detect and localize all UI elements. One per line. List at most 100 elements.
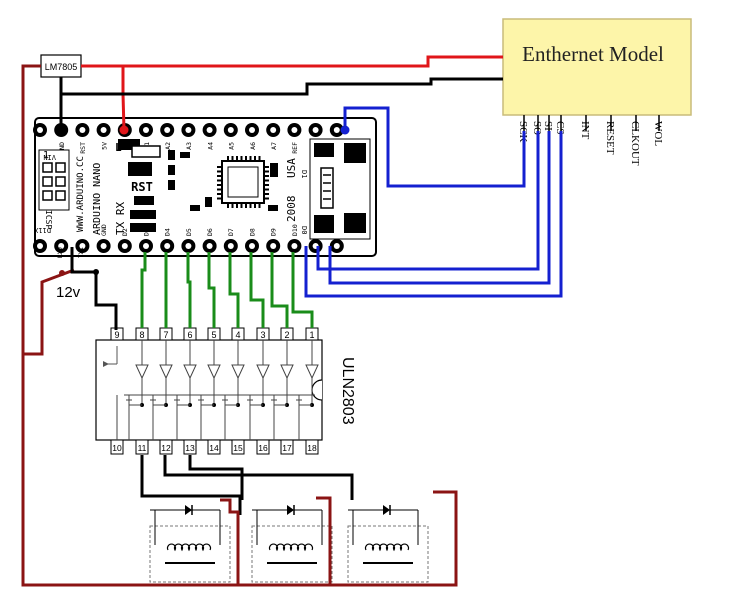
icsp-holes (42, 162, 66, 201)
smd-4 (168, 180, 175, 190)
uln-pin-box (159, 439, 173, 455)
mcu-leg (249, 156, 252, 161)
arduino-url: WWW.ARDUINO.CC (76, 156, 86, 232)
wire-cs (304, 131, 563, 298)
mcu-leg (264, 175, 269, 177)
header-hole-center (333, 243, 340, 249)
mcu-leg (236, 203, 238, 208)
mcu-leg (217, 179, 222, 182)
pin-d13-highlight (340, 125, 350, 135)
icsp-pad (42, 162, 53, 173)
icsp-pad (55, 176, 66, 187)
usb-pad-2 (344, 143, 366, 163)
uln-pin-13: 13 (185, 443, 195, 453)
mcu-leg (217, 184, 222, 186)
bottom-pin-label-d5: D5 (185, 228, 193, 236)
header-hole-center (249, 127, 255, 133)
bottom-pin-label-d2: D2 (121, 228, 129, 236)
flyback-diode (383, 505, 390, 515)
mcu-leg (264, 197, 269, 200)
mcu-leg (236, 156, 238, 161)
icsp-pad (42, 176, 53, 187)
wire-sck (343, 106, 526, 188)
usb-pad-3 (314, 215, 334, 233)
wire-signal-5 (207, 252, 216, 328)
header-hole-center (291, 127, 298, 133)
mcu-die (227, 166, 259, 198)
mcu-leg (217, 170, 222, 173)
uln-pin-14: 14 (209, 443, 219, 453)
relay-1 (149, 505, 231, 583)
header-hole-center (227, 127, 234, 133)
driver-buffer (256, 364, 270, 380)
wire-signal-4 (186, 252, 192, 328)
bottom-pin-label-d10: D10 (291, 224, 299, 236)
ethernet-module-box (502, 18, 692, 116)
driver-buffer (231, 364, 245, 380)
uln-pin-box (305, 439, 319, 455)
bottom-pin-label-d4: D4 (164, 228, 172, 236)
mcu-leg (264, 166, 269, 168)
uln-pin-box (135, 439, 149, 455)
header-hole-center (164, 127, 171, 133)
mcu-leg (231, 203, 234, 208)
mcu-leg (254, 203, 256, 208)
rst-label: RST (131, 180, 153, 194)
wire-12v-main (21, 354, 458, 587)
driver-buffer (305, 364, 319, 380)
tx-pad (130, 210, 156, 219)
uln-pin-box (183, 439, 197, 455)
mcu-leg (217, 193, 222, 195)
ethernet-title: Enthernet Model (522, 42, 664, 66)
regulator-label: LM7805 (45, 62, 78, 72)
header-hole-center (100, 127, 107, 133)
relay-coil (268, 543, 314, 552)
wire-signal-7 (249, 252, 265, 328)
bottom-pin-label-d3: D3 (142, 228, 150, 236)
icsp-pad (42, 190, 53, 201)
ethernet-pin-label-int: INT (579, 121, 591, 140)
led-l-pad (118, 139, 140, 150)
mcu-leg (249, 203, 252, 208)
lm7805-regulator: LM7805 (40, 54, 82, 78)
uln-pin-9: 9 (114, 330, 119, 340)
bottom-pin-label-d6: D6 (206, 228, 214, 236)
header-hole-center (270, 243, 277, 249)
wire-signal-8 (270, 252, 289, 328)
uln-pin-17: 17 (282, 443, 292, 453)
mcu-leg (254, 156, 256, 161)
bottom-pin-label-gnd: GND (100, 224, 108, 236)
icsp-pad (55, 190, 66, 201)
wire-out-11 (140, 455, 242, 515)
top-pin-label-a2: A2 (164, 142, 172, 150)
pin1-mark: 1 (43, 150, 49, 161)
flyback-diode (287, 505, 294, 515)
relay-coil (364, 543, 410, 552)
icsp-label: ICSP (44, 210, 53, 229)
nano-top-header (33, 123, 350, 137)
usb-pad-4 (344, 213, 366, 233)
uln-pin-11: 11 (138, 443, 147, 453)
wire-signal-2 (140, 252, 147, 328)
ethernet-pin-label-cs: CS (554, 121, 566, 134)
header-hole-center (312, 127, 319, 133)
top-pin-label-5v: 5V (100, 142, 108, 150)
header-hole-center (79, 243, 86, 249)
relay-coil (166, 543, 212, 552)
mcu-leg (231, 156, 234, 161)
header-hole-center (206, 127, 213, 133)
uln-pin-10: 10 (112, 443, 122, 453)
usb-pad-1 (314, 143, 334, 157)
top-pin-label-a4: A4 (206, 142, 214, 150)
relay-3 (347, 505, 429, 583)
header-hole-center (227, 243, 234, 249)
wire-so (316, 131, 540, 271)
led-l-label: L (115, 141, 122, 154)
mcu-leg (264, 184, 269, 186)
relays (149, 505, 429, 583)
mcu-leg (264, 193, 269, 195)
header-hole-center (185, 127, 192, 133)
